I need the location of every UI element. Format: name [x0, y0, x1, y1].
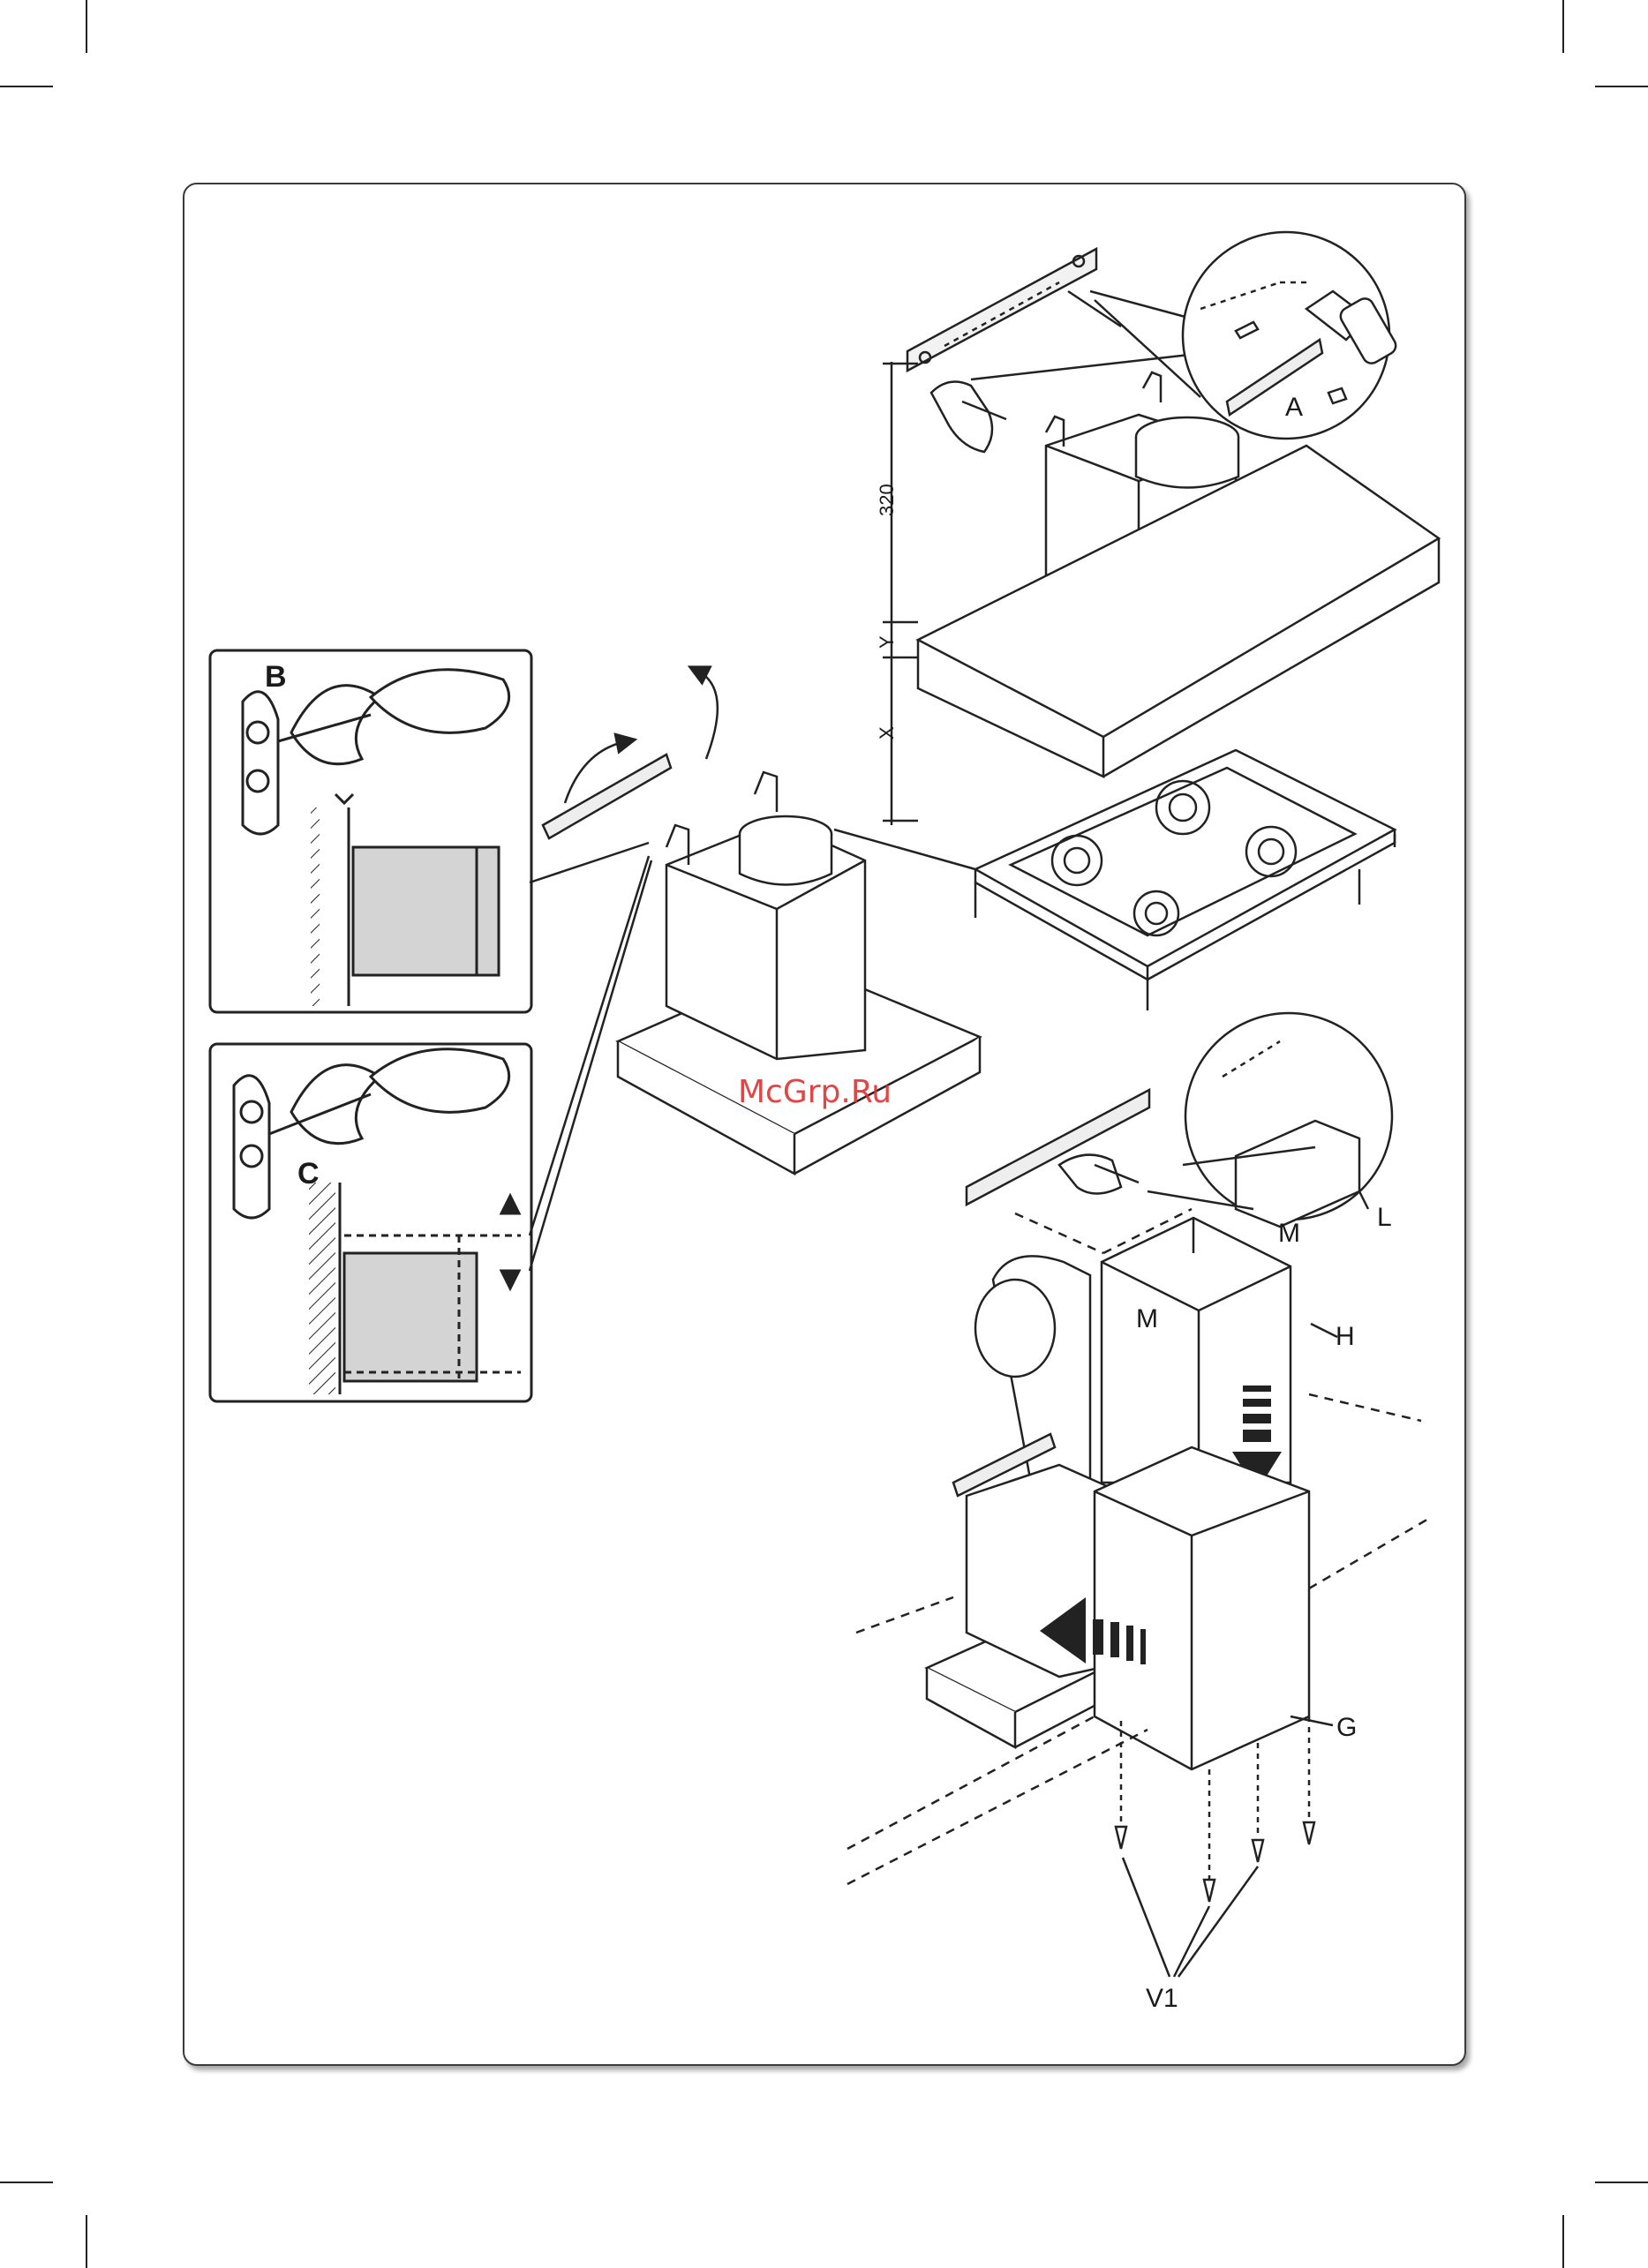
label-part-g: G	[1336, 1715, 1357, 1741]
label-part-m-mid: M	[1136, 1306, 1158, 1333]
dimension-y: Y	[874, 635, 900, 649]
detail-panel-b	[210, 650, 531, 1012]
label-part-a: A	[1285, 394, 1303, 421]
dimension-320: 320	[874, 484, 900, 516]
label-screws-v1: V1	[1146, 1986, 1178, 2012]
detail-panel-c	[210, 1044, 531, 1401]
chimney-assembly	[847, 1013, 1430, 1977]
label-part-b: B	[265, 664, 287, 690]
label-part-h: H	[1336, 1324, 1355, 1350]
dimension-x: X	[874, 726, 900, 740]
label-part-m-top: M	[1278, 1220, 1300, 1247]
hood-with-bracket-center	[530, 671, 980, 1271]
label-part-l: L	[1377, 1205, 1392, 1231]
label-part-c: C	[297, 1160, 320, 1187]
watermark: McGrp.Ru	[738, 1075, 892, 1110]
